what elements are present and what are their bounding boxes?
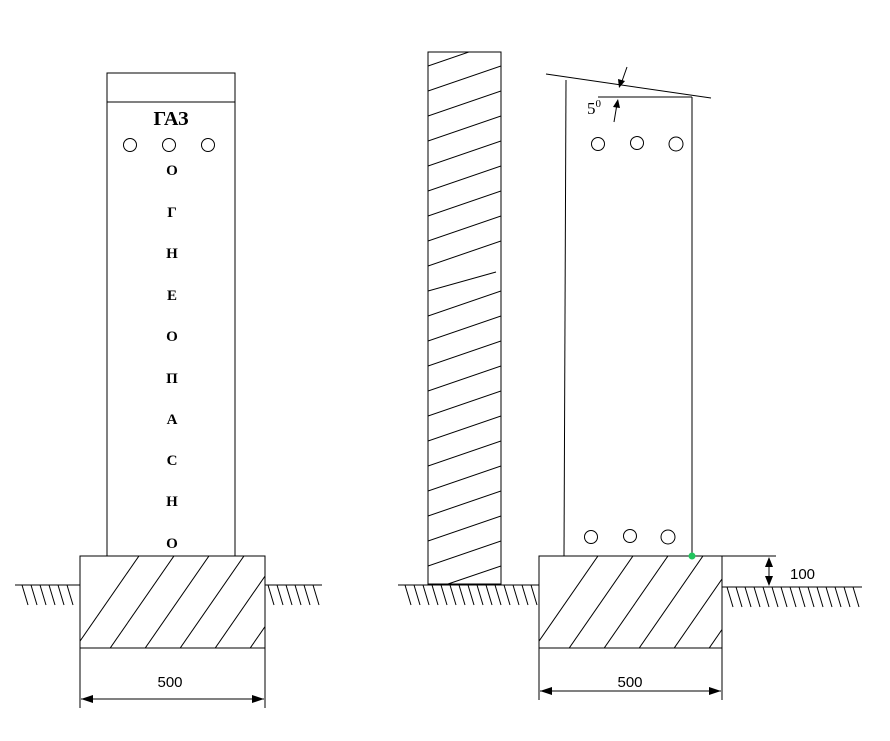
middle-ground-hatch bbox=[398, 584, 539, 606]
right-post-hole bbox=[668, 136, 684, 152]
right-post-hole bbox=[630, 136, 644, 150]
right-foundation bbox=[538, 555, 723, 649]
left-post bbox=[106, 72, 236, 557]
right-post-hole bbox=[660, 529, 676, 545]
warning-letter: С bbox=[167, 453, 178, 469]
height-dimension-label: 100 bbox=[790, 566, 815, 583]
right-post bbox=[545, 73, 712, 557]
warning-letter: Н bbox=[166, 246, 178, 262]
right-post-left-edge bbox=[563, 79, 567, 557]
left-foundation bbox=[79, 555, 266, 649]
height-dimension bbox=[722, 555, 776, 586]
right-post-hole bbox=[623, 529, 637, 543]
warning-letter: О bbox=[166, 329, 178, 345]
warning-letter: П bbox=[166, 371, 178, 387]
right-post-slope-line bbox=[545, 73, 712, 99]
warning-letter: Е bbox=[167, 288, 177, 304]
reference-point-marker bbox=[688, 552, 696, 560]
warning-letter: О bbox=[166, 163, 178, 179]
warning-letter: Н bbox=[166, 494, 178, 510]
right-width-dimension bbox=[538, 648, 723, 700]
slope-angle-label: 50 bbox=[587, 98, 602, 118]
left-post-hole bbox=[201, 138, 215, 152]
angle-arrows bbox=[613, 66, 628, 123]
post-section bbox=[427, 51, 502, 585]
right-post-hole bbox=[591, 137, 605, 151]
vertical-warning-text: О Г Н Е О П А С Н О bbox=[166, 163, 178, 552]
slope-angle-value: 5 bbox=[587, 99, 596, 118]
left-ground-hatch bbox=[15, 584, 322, 606]
left-width-dimension bbox=[79, 648, 266, 708]
left-post-cap bbox=[106, 72, 236, 103]
left-post-hole bbox=[162, 138, 176, 152]
left-post-hole bbox=[123, 138, 137, 152]
right-width-label: 500 bbox=[617, 674, 642, 691]
warning-letter: А bbox=[167, 412, 178, 428]
left-width-label: 500 bbox=[157, 674, 182, 691]
right-post-hole bbox=[584, 530, 598, 544]
right-ground-hatch bbox=[722, 586, 862, 608]
slope-angle-degree: 0 bbox=[596, 98, 602, 110]
left-post-title: ГАЗ bbox=[153, 108, 188, 130]
warning-letter: Г bbox=[167, 205, 177, 221]
warning-letter: О bbox=[166, 536, 178, 552]
